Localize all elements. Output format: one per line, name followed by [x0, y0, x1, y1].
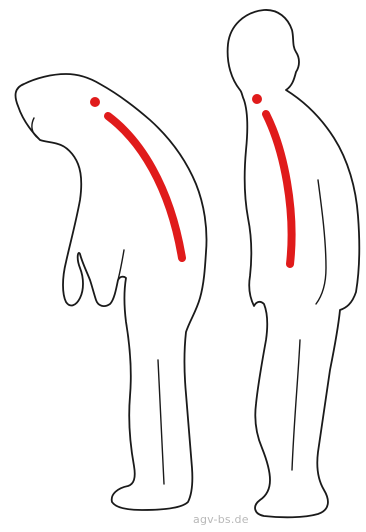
bent-spine-curve [108, 116, 182, 258]
bent-spine-dot [90, 97, 100, 107]
upright-spine-marker [252, 94, 292, 264]
upright-person-arm-detail [316, 180, 326, 304]
bent-spine-marker [90, 97, 182, 258]
bent-posture-figure [16, 74, 207, 510]
bent-person-arm-detail [118, 250, 124, 280]
bent-person-leg-split [158, 360, 164, 484]
watermark-text: agv-bs.de [193, 513, 249, 526]
bent-person-outline [16, 74, 207, 510]
bent-person-head-detail [32, 118, 38, 138]
upright-posture-figure [228, 10, 360, 517]
upright-person-leg-split [292, 340, 300, 470]
upright-spine-dot [252, 94, 262, 104]
upright-spine-curve [266, 114, 292, 264]
